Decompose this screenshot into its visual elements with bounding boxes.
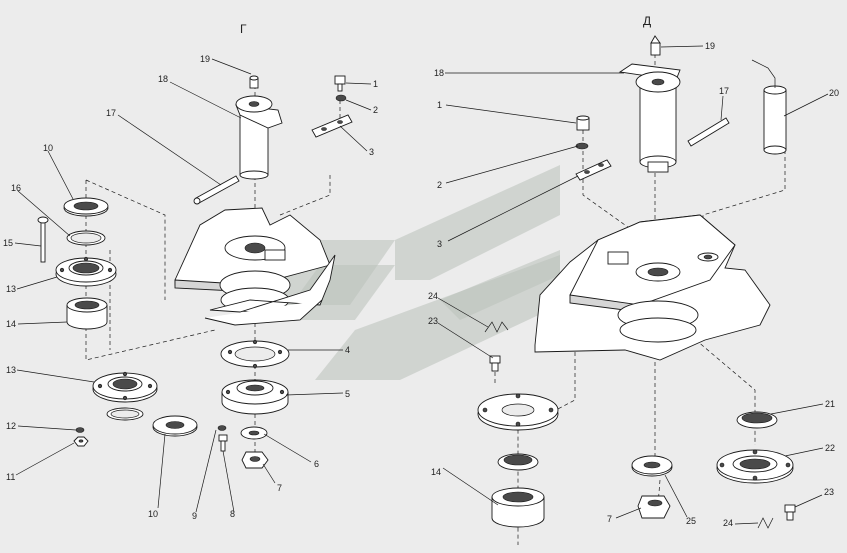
callout-3-right: 3 [437, 239, 442, 249]
bolt-23-upper [489, 355, 501, 372]
callout-2-right: 2 [437, 180, 442, 190]
callout-15: 15 [3, 238, 13, 248]
frame-bracket-right [534, 214, 771, 361]
callout-23-lower: 23 [824, 487, 834, 497]
callout-7-left: 7 [277, 483, 282, 493]
callout-6: 6 [314, 459, 319, 469]
callout-1-right: 1 [437, 100, 442, 110]
cotter-pin-17 [193, 175, 240, 205]
callout-1-left: 1 [373, 79, 378, 89]
callout-24-lower: 24 [723, 518, 733, 528]
gasket-4 [220, 339, 290, 369]
slotted-nut-7-right [637, 495, 671, 519]
callout-2-left: 2 [373, 105, 378, 115]
flange-disc-right [477, 393, 559, 431]
callout-21: 21 [825, 399, 835, 409]
callout-20: 20 [829, 88, 839, 98]
callout-3-left: 3 [369, 147, 374, 157]
callout-17-left: 17 [106, 108, 116, 118]
lock-plate-3 [311, 114, 353, 138]
callout-16: 16 [11, 183, 21, 193]
callout-8: 8 [230, 509, 235, 519]
flange-22 [716, 449, 794, 484]
callout-19-left: 19 [200, 54, 210, 64]
view-title-left: Г [240, 22, 247, 36]
washer-10-lower [152, 415, 198, 437]
view-title-right: Д [643, 14, 651, 28]
washer-6 [240, 426, 268, 440]
bolt-1-right [576, 115, 590, 131]
bolt-8 [218, 434, 228, 452]
washer-9 [217, 425, 227, 431]
bearing-14-right [491, 487, 545, 528]
spring-24-upper [484, 321, 509, 333]
grease-fitting-19 [249, 75, 259, 89]
watermark-logo [255, 165, 560, 380]
callout-18-left: 18 [158, 74, 168, 84]
grease-fitting-19-right [650, 35, 661, 56]
callout-10-lower: 10 [148, 509, 158, 519]
seal-ring-right [497, 453, 539, 471]
washer-2 [335, 94, 347, 102]
cotter-pin-17-right [687, 117, 730, 147]
callout-23-upper: 23 [428, 316, 438, 326]
callout-22: 22 [825, 443, 835, 453]
callout-5: 5 [345, 389, 350, 399]
slotted-nut-7-left [241, 451, 269, 469]
hub-5 [221, 379, 289, 415]
flange-13-upper [55, 256, 117, 287]
callout-17-right: 17 [719, 86, 729, 96]
o-ring-16 [66, 230, 106, 246]
callout-18-right: 18 [434, 68, 444, 78]
frame-bracket-left [174, 207, 336, 326]
callout-13-upper: 13 [6, 284, 16, 294]
flange-13-lower [92, 371, 158, 421]
seal-21 [736, 411, 778, 429]
callout-4: 4 [345, 345, 350, 355]
pin-18-right [618, 63, 681, 173]
callout-7-right: 7 [607, 514, 612, 524]
bolt-1 [334, 75, 346, 92]
callout-9: 9 [192, 511, 197, 521]
right-view: 19 18 17 20 1 2 3 24 23 14 7 25 21 22 23… [428, 35, 839, 545]
grease-tube-20 [751, 59, 787, 155]
callout-24-upper: 24 [428, 291, 438, 301]
callout-11: 11 [6, 472, 15, 482]
bolt-15 [37, 216, 49, 263]
callout-14-right: 14 [431, 467, 441, 477]
callout-14-left: 14 [6, 319, 16, 329]
bolt-23-lower [784, 504, 796, 521]
washer-2-right [575, 142, 589, 150]
callout-25: 25 [686, 516, 696, 526]
seal-10-upper [63, 197, 109, 217]
spring-24-lower [757, 517, 774, 529]
left-view: 19 18 17 1 2 3 10 16 15 13 14 13 12 11 1… [3, 54, 378, 521]
washer-12 [75, 427, 85, 433]
callout-19-right: 19 [705, 41, 715, 51]
pin-18 [235, 95, 283, 180]
callout-13-lower: 13 [6, 365, 16, 375]
callout-10-upper: 10 [43, 143, 53, 153]
callout-12: 12 [6, 421, 16, 431]
bearing-14-left [66, 297, 108, 330]
lock-plate-3-right [575, 159, 612, 181]
nut-11 [73, 436, 89, 447]
washer-25 [631, 455, 673, 477]
